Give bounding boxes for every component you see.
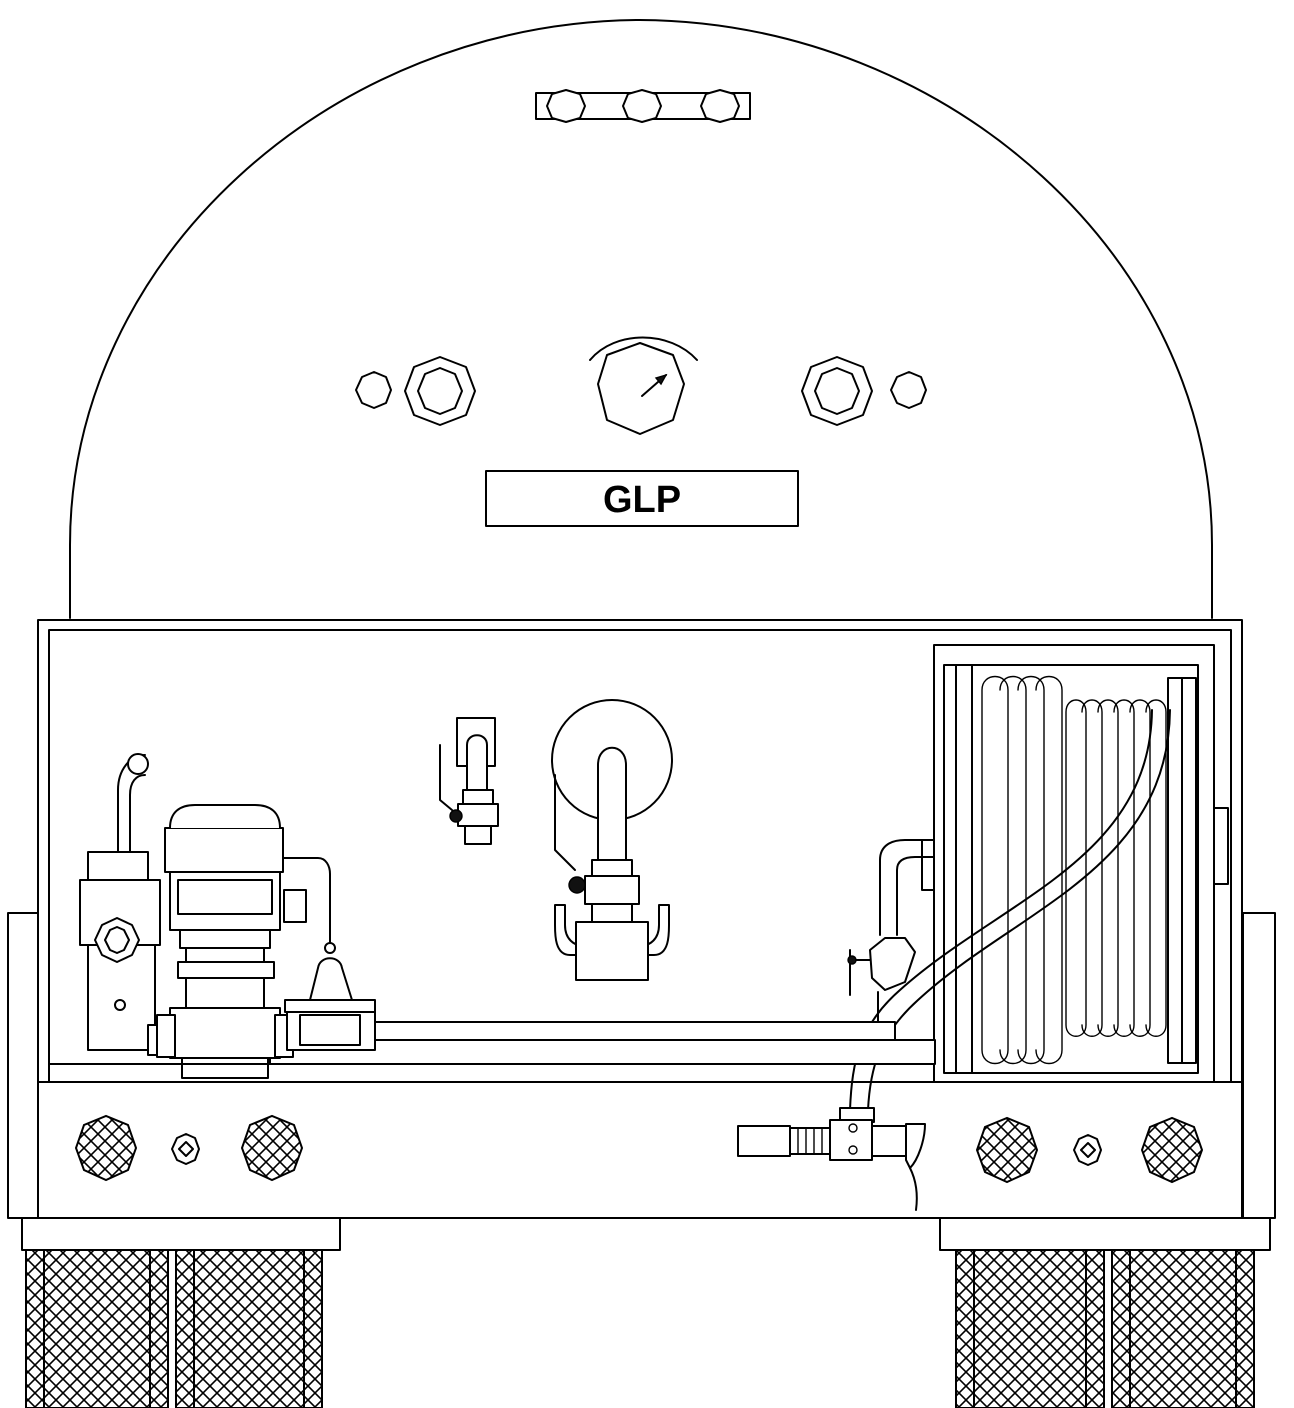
pressure-gauge-icon: [589, 336, 698, 435]
side-frame-right: [1242, 912, 1276, 1219]
grille-vent-3: [975, 1116, 1039, 1184]
pump-meter-assembly: [79, 753, 336, 1079]
relief-valve: [284, 957, 376, 1051]
tank-head-fittings: [355, 336, 927, 435]
valve-manifold: [535, 89, 751, 123]
tank-id-plate: GLP: [485, 470, 799, 527]
plug-right-small: [890, 371, 927, 409]
delivery-nozzle: [737, 1107, 926, 1211]
fill-fitting: [439, 717, 499, 845]
tank-body: [69, 19, 1213, 619]
grille-vent-4: [1140, 1116, 1204, 1184]
grille-vent-1: [74, 1114, 138, 1182]
pipeline: [269, 1021, 936, 1065]
plug-left-small: [355, 371, 392, 409]
fitting-right-large: [801, 356, 873, 426]
tank-plate-label: GLP: [603, 479, 681, 521]
grille-vent-2: [240, 1114, 304, 1182]
reel-inlet-valve: [847, 839, 935, 1031]
rear-light-bar: [74, 1114, 1204, 1184]
wheel-tire: [21, 1217, 1271, 1408]
hose-reel: [921, 644, 1229, 1083]
fill-valve-main: [551, 699, 673, 981]
fitting-left-large: [404, 356, 476, 426]
